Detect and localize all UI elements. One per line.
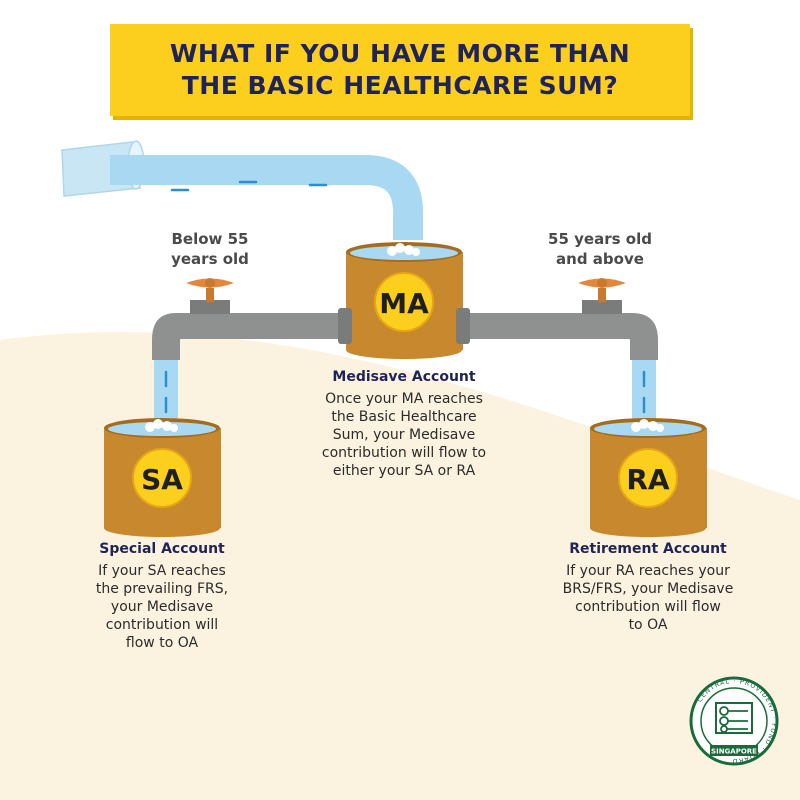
title-line-1: WHAT IF YOU HAVE MORE THAN bbox=[169, 39, 631, 68]
ra-description: If your RA reaches your BRS/FRS, your Me… bbox=[540, 562, 756, 634]
sa-desc-line: contribution will bbox=[105, 617, 219, 633]
ma-desc-line: the Basic Healthcare bbox=[331, 409, 477, 425]
age-label-right-line-2: and above bbox=[556, 250, 644, 268]
age-label-left-line-1: Below 55 bbox=[171, 230, 249, 248]
ma-desc-line: either your SA or RA bbox=[332, 463, 476, 479]
sa-badge-text: SA bbox=[141, 463, 183, 496]
ra-title: Retirement Account bbox=[569, 541, 727, 557]
age-label-left: Below 55 years old bbox=[150, 229, 270, 269]
left-pipe bbox=[152, 278, 352, 360]
sa-title: Special Account bbox=[99, 541, 225, 557]
water-stream-top bbox=[110, 155, 423, 240]
ma-description: Once your MA reaches the Basic Healthcar… bbox=[295, 390, 513, 480]
sa-desc-line: If your SA reaches bbox=[98, 563, 226, 579]
ma-title: Medisave Account bbox=[332, 369, 476, 385]
age-label-left-line-2: years old bbox=[171, 250, 249, 268]
ma-desc-line: Sum, your Medisave bbox=[332, 427, 476, 443]
sa-drum bbox=[104, 418, 221, 537]
cpf-logo: CENTRAL · PROVIDENT · FUND · BOARD SINGA… bbox=[689, 676, 779, 766]
ma-desc-line: Once your MA reaches bbox=[325, 391, 483, 407]
title-line-2: THE BASIC HEALTHCARE SUM? bbox=[181, 71, 619, 100]
title-banner: WHAT IF YOU HAVE MORE THAN THE BASIC HEA… bbox=[110, 24, 690, 116]
ra-drum bbox=[590, 418, 707, 537]
ma-badge: MA bbox=[374, 272, 434, 332]
ra-desc-line: If your RA reaches your bbox=[566, 563, 730, 579]
ra-badge-text: RA bbox=[626, 463, 670, 496]
ra-badge: RA bbox=[618, 448, 678, 508]
ra-desc-line: contribution will flow bbox=[575, 599, 721, 615]
sa-desc-line: flow to OA bbox=[125, 635, 199, 651]
sa-desc-line: your Medisave bbox=[110, 599, 214, 615]
sa-badge: SA bbox=[132, 448, 192, 508]
right-pipe bbox=[456, 278, 658, 360]
sa-description: If your SA reaches the prevailing FRS, y… bbox=[62, 562, 262, 652]
ra-desc-line: BRS/FRS, your Medisave bbox=[562, 581, 734, 597]
sa-desc-line: the prevailing FRS, bbox=[95, 581, 229, 597]
ra-desc-line: to OA bbox=[628, 617, 668, 633]
age-label-right: 55 years old and above bbox=[530, 229, 670, 269]
logo-banner-text: SINGAPORE bbox=[711, 748, 757, 756]
ma-desc-line: contribution will flow to bbox=[321, 445, 487, 461]
ma-badge-text: MA bbox=[379, 287, 429, 320]
age-label-right-line-1: 55 years old bbox=[548, 230, 652, 248]
